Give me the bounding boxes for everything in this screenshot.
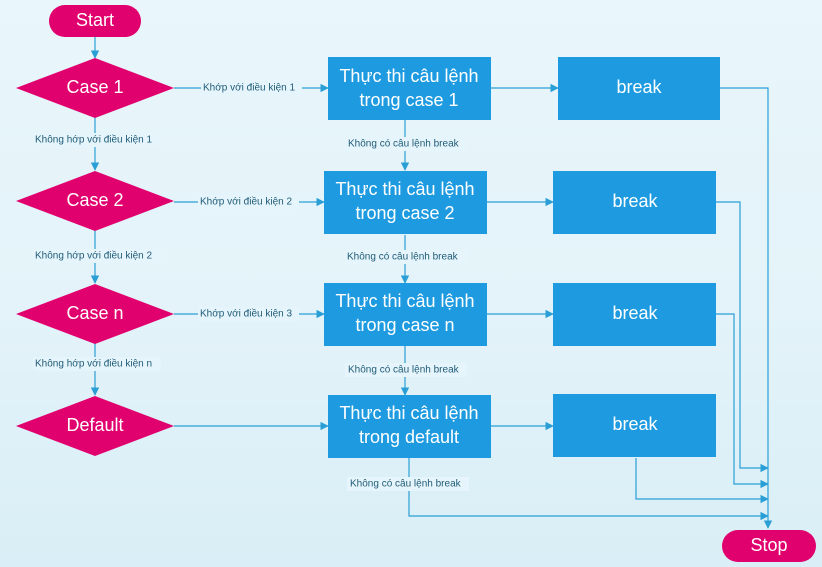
decision-casen-label: Case n [66,303,123,323]
process-execd-line2: trong default [359,427,459,447]
process-execd [328,395,491,458]
edge-label-nobreakd: Không có câu lệnh break [350,479,462,490]
edge-labels: Khớp với điều kiện 1 Khớp với điều kiện … [33,81,469,491]
process-breakd-label: break [612,414,658,434]
process-exec1 [328,57,491,120]
edge-label-nomatch2: Không hớp với điều kiện 2 [35,250,153,262]
decision-default [16,396,174,456]
process-exec2 [324,171,487,234]
process-breakd [553,394,716,457]
process-break2 [553,171,716,234]
edge-break2-stop [716,201,769,473]
stop-label: Stop [750,535,787,555]
decision-case1 [16,58,174,118]
decision-case1-label: Case 1 [66,77,123,97]
process-execn-line2: trong case n [355,315,454,335]
edge-breakd-stop [635,458,769,504]
process-exec1-line2: trong case 1 [359,90,458,110]
process-exec2-line1: Thực thi câu lệnh [335,179,474,199]
edge-label-match2: Khớp với điều kiện 2 [200,196,292,208]
edge-label-match1: Khớp với điều kiện 1 [203,82,295,94]
process-break1 [558,57,720,120]
edge-label-match3: Khớp với điều kiện 3 [200,308,292,320]
edge-breakn-stop [716,313,769,489]
edge-label-nobreak2: Không có câu lệnh break [347,252,459,263]
process-exec2-line2: trong case 2 [355,203,454,223]
edge-label-nobreakn: Không có câu lệnh break [348,365,460,376]
edge-label-nomatchn: Không hớp với điều kiện n [35,358,152,370]
nodes: Start Stop Case 1 Case 2 Case n Default … [16,5,816,562]
process-break2-label: break [612,191,658,211]
start-terminal [49,5,141,37]
process-execd-line1: Thực thi câu lệnh [339,403,478,423]
decision-default-label: Default [66,415,123,435]
edge-label-nobreak1: Không có câu lệnh break [348,139,460,150]
process-exec1-line1: Thực thi câu lệnh [339,66,478,86]
process-break1-label: break [616,77,662,97]
process-execn-line1: Thực thi câu lệnh [335,291,474,311]
decision-case2 [16,171,174,231]
start-label: Start [76,10,114,30]
process-breakn-label: break [612,303,658,323]
edge-label-nomatch1: Không hớp với điều kiện 1 [35,134,153,146]
decision-casen [16,284,174,344]
process-breakn [553,283,716,346]
decision-case2-label: Case 2 [66,190,123,210]
process-execn [324,283,487,346]
stop-terminal [722,530,816,562]
edge-break1-stop [720,87,773,529]
